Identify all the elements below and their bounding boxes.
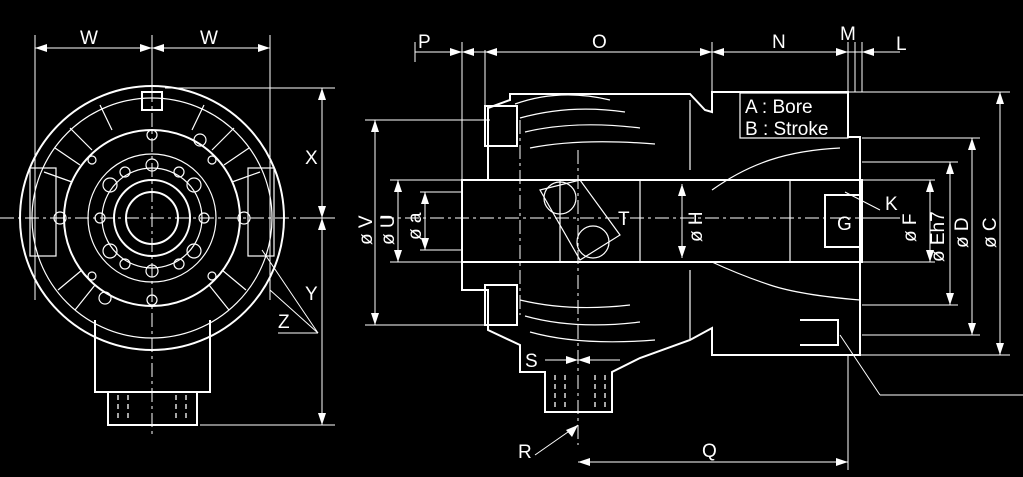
label-y: Y [305,284,318,305]
label-phi-f: ø F [900,214,921,243]
label-phi-u: ø U [378,214,399,245]
label-p: P [418,32,431,53]
label-phi-d: ø D [952,217,973,248]
front-view [0,35,335,435]
label-phi-eh7: ø Eh7 [928,211,949,262]
label-phi-h: ø H [686,211,707,242]
label-z: Z [278,312,290,333]
label-t: T [618,209,630,230]
label-m: M [840,24,856,45]
label-phi-v: ø V [356,215,377,245]
label-g: G [837,214,852,235]
label-l: L [896,34,907,55]
label-n: N [772,32,786,53]
label-x: X [305,148,318,169]
label-o: O [592,32,607,53]
label-phi-c: ø C [980,217,1001,248]
label-w-right: W [200,28,218,49]
side-view [365,42,1023,470]
label-k: K [885,194,898,215]
legend-bore: A : Bore [745,97,813,118]
legend-stroke: B : Stroke [745,119,828,140]
label-s: S [525,351,538,372]
label-phi-a: ø a [405,212,426,240]
label-q: Q [702,441,717,462]
label-w-left: W [80,28,98,49]
label-r: R [518,442,532,463]
dimension-labels: W W X Y Z P O N M L A : Bore B : Stroke … [80,24,1001,463]
